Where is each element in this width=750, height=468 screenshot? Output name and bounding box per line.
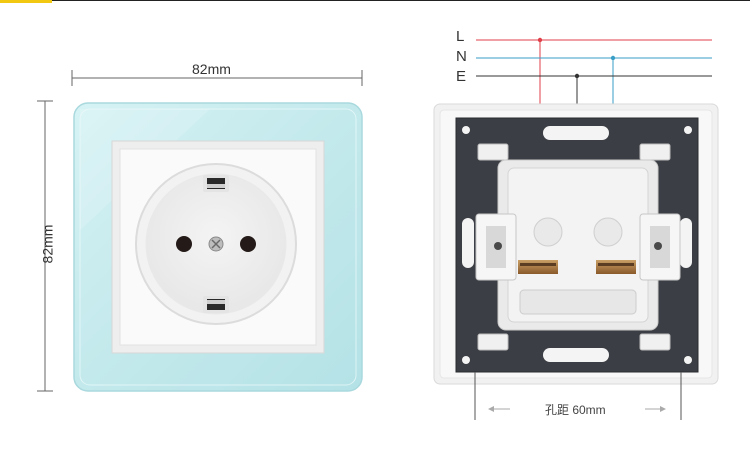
center-screw (208, 236, 224, 252)
earth-clip-bottom (203, 296, 229, 313)
wire-label-N: N (456, 48, 468, 65)
top-accent-bar (0, 0, 750, 6)
wire-label-L: L (456, 28, 466, 45)
width-label: 82mm (192, 61, 231, 77)
accent-yellow (0, 0, 52, 3)
socket-cup (135, 163, 297, 325)
height-label: 82mm (39, 224, 56, 264)
hole-spacing-label: 孔距 60mm (545, 403, 606, 417)
hole-spacing-dimension (474, 372, 682, 420)
earth-clip-top (203, 175, 229, 192)
terminal-left (475, 213, 558, 281)
pin-hole-left (176, 236, 192, 252)
height-dimension (37, 100, 53, 392)
terminal-right (596, 213, 681, 281)
socket-body (497, 159, 659, 331)
width-dimension (71, 70, 363, 86)
accent-line (52, 0, 750, 1)
wire-label-E: E (456, 68, 468, 85)
pin-hole-right (240, 236, 256, 252)
